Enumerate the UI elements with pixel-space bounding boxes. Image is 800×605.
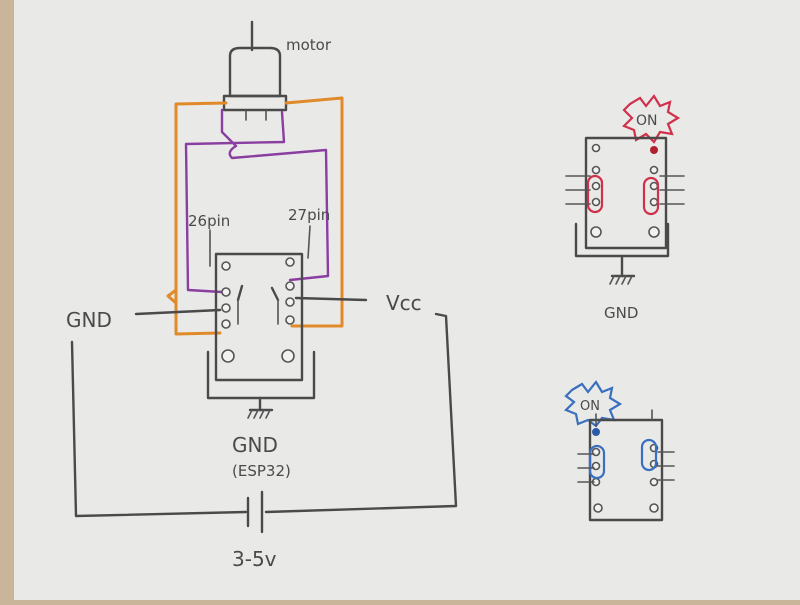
pin-27-label: 27pin — [288, 206, 330, 224]
on-badge-bottom-label: ON — [580, 399, 600, 414]
battery-wire — [70, 312, 458, 518]
vcc-label: Vcc — [386, 291, 422, 315]
relay-on-diagram-top: ON GND — [565, 94, 685, 322]
main-diagram: motor 26pin 27pin — [66, 20, 458, 571]
on-badge-top-label: ON — [636, 113, 658, 129]
paper-sheet — [14, 0, 800, 600]
gnd-esp-label: GND — [232, 433, 278, 457]
orange-wire — [166, 96, 344, 336]
battery-symbol — [246, 490, 264, 534]
gnd-right-label: GND — [604, 304, 638, 322]
on-badge-top — [622, 94, 681, 144]
highlight-right-top — [642, 176, 660, 216]
active-pin-top — [650, 146, 658, 154]
battery-voltage-label: 3-5v — [232, 547, 277, 571]
ground-symbol — [247, 396, 274, 419]
esp32-label: (ESP32) — [232, 462, 291, 480]
pin-26-label: 26pin — [188, 212, 230, 230]
highlight-left-bottom — [588, 444, 606, 480]
highlight-right-bottom — [640, 438, 658, 472]
active-pin-bottom — [592, 428, 600, 436]
motor-label: motor — [286, 36, 332, 54]
gnd-left-label: GND — [66, 308, 112, 332]
highlight-left-top — [586, 174, 604, 214]
purple-wire — [184, 108, 330, 294]
relay-on-diagram-bottom: ON — [564, 380, 675, 522]
